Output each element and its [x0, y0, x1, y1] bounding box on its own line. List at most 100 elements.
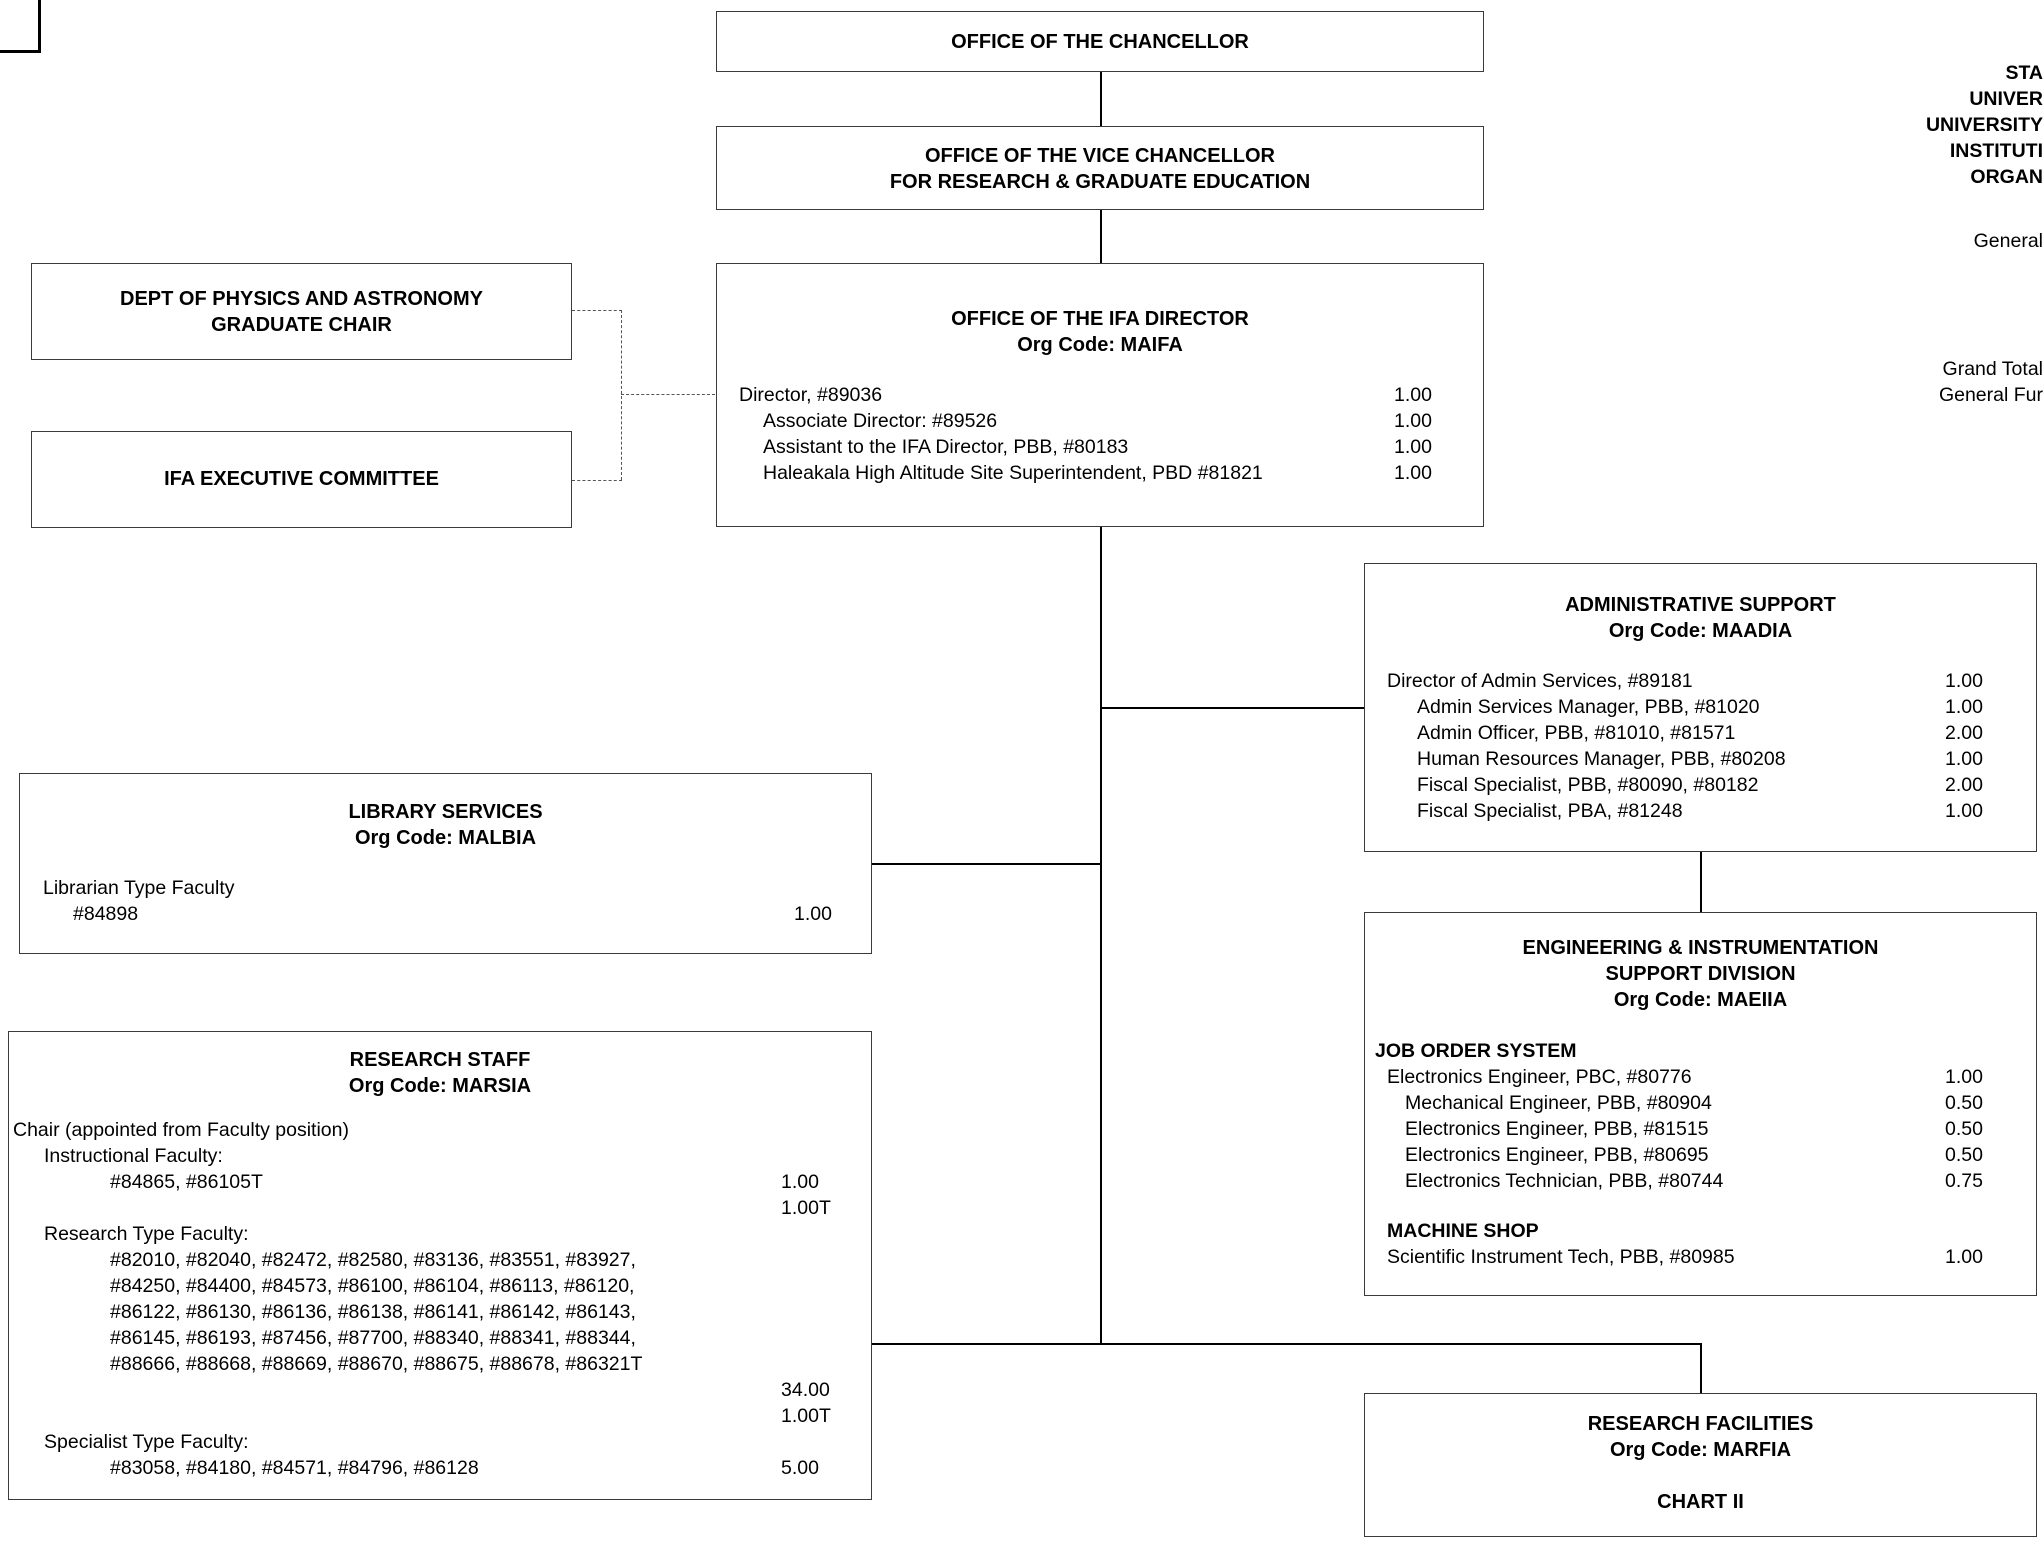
admin-support-box: ADMINISTRATIVE SUPPORT Org Code: MAADIA … [1364, 563, 2037, 852]
job-row-0-label: Electronics Engineer, PBC, #80776 [1387, 1066, 1692, 1088]
side-general-fund: General Fur [1938, 384, 2043, 406]
connector-facilities-h [1100, 1343, 1701, 1345]
engineering-box: ENGINEERING & INSTRUMENTATION SUPPORT DI… [1364, 912, 2037, 1296]
side-header-1: UNIVER [1969, 88, 2043, 110]
machine-row-0-label: Scientific Instrument Tech, PBB, #80985 [1387, 1246, 1735, 1268]
admin-row-4-value: 2.00 [1945, 774, 1983, 796]
research-positions-1: #84250, #84400, #84573, #86100, #86104, … [110, 1275, 635, 1297]
research-staff-title: RESEARCH STAFF [349, 1049, 531, 1071]
connector-vc-director [1100, 210, 1102, 264]
job-row-1-label: Mechanical Engineer, PBB, #80904 [1405, 1092, 1712, 1114]
job-row-2-label: Electronics Engineer, PBB, #81515 [1405, 1118, 1709, 1140]
connector-trunk [1100, 527, 1102, 1344]
job-order-heading: JOB ORDER SYSTEM [1375, 1040, 1577, 1062]
physics-title-1: DEPT OF PHYSICS AND ASTRONOMY [120, 288, 483, 310]
side-header-3: INSTITUTI [1949, 140, 2043, 162]
job-row-4-label: Electronics Technician, PBB, #80744 [1405, 1170, 1724, 1192]
associate-director-value: 1.00 [1394, 410, 1432, 432]
dashed-to-director [621, 394, 715, 395]
machine-shop-heading: MACHINE SHOP [1387, 1220, 1539, 1242]
physics-title-2: GRADUATE CHAIR [211, 314, 392, 336]
facilities-box: RESEARCH FACILITIES Org Code: MARFIA CHA… [1364, 1393, 2037, 1537]
admin-support-title: ADMINISTRATIVE SUPPORT [1565, 594, 1836, 616]
assistant-director-label: Assistant to the IFA Director, PBB, #801… [763, 436, 1129, 458]
executive-committee-title: IFA EXECUTIVE COMMITTEE [164, 468, 439, 490]
dashed-committee [572, 480, 622, 481]
research-positions-3: #86145, #86193, #87456, #87700, #88340, … [110, 1327, 636, 1349]
job-row-4-value: 0.75 [1945, 1170, 1983, 1192]
admin-row-0-label: Director of Admin Services, #89181 [1387, 670, 1693, 692]
side-header-2: UNIVERSITY [1925, 114, 2043, 136]
admin-row-3-label: Human Resources Manager, PBB, #80208 [1417, 748, 1786, 770]
vice-chancellor-title-2: FOR RESEARCH & GRADUATE EDUCATION [889, 171, 1311, 193]
facilities-chart: CHART II [1657, 1491, 1744, 1513]
library-org-code: Org Code: MALBIA [354, 827, 537, 849]
job-row-1-value: 0.50 [1945, 1092, 1983, 1114]
vice-chancellor-title-1: OFFICE OF THE VICE CHANCELLOR [925, 145, 1275, 167]
machine-row-0-value: 1.00 [1945, 1246, 1983, 1268]
physics-box: DEPT OF PHYSICS AND ASTRONOMY GRADUATE C… [31, 263, 572, 360]
specialist-value: 5.00 [781, 1457, 819, 1479]
connector-admin-engineering [1700, 852, 1702, 912]
director-row-value: 1.00 [1394, 384, 1432, 406]
connector-facilities-v [1700, 1343, 1702, 1393]
facilities-org-code: Org Code: MARFIA [1609, 1439, 1792, 1461]
research-positions-4: #88666, #88668, #88669, #88670, #88675, … [110, 1353, 643, 1375]
admin-row-5-label: Fiscal Specialist, PBA, #81248 [1417, 800, 1683, 822]
job-row-3-label: Electronics Engineer, PBB, #80695 [1405, 1144, 1709, 1166]
engineering-title-1: ENGINEERING & INSTRUMENTATION [1522, 937, 1879, 959]
instructional-label: Instructional Faculty: [44, 1145, 223, 1167]
admin-row-2-value: 2.00 [1945, 722, 1983, 744]
job-row-2-value: 0.50 [1945, 1118, 1983, 1140]
associate-director-label: Associate Director: #89526 [763, 410, 998, 432]
specialist-label: Specialist Type Faculty: [44, 1431, 249, 1453]
admin-row-0-value: 1.00 [1945, 670, 1983, 692]
research-chair: Chair (appointed from Faculty position) [13, 1119, 349, 1141]
connector-admin [1100, 707, 1364, 709]
facilities-title: RESEARCH FACILITIES [1587, 1413, 1814, 1435]
admin-row-3-value: 1.00 [1945, 748, 1983, 770]
connector-library [872, 863, 1101, 865]
admin-row-5-value: 1.00 [1945, 800, 1983, 822]
research-value-0: 34.00 [781, 1379, 830, 1401]
ifa-director-box: OFFICE OF THE IFA DIRECTOR Org Code: MAI… [716, 263, 1484, 527]
connector-research-staff [872, 1343, 1101, 1345]
library-row-1-label: #84898 [73, 903, 139, 925]
research-positions-2: #86122, #86130, #86136, #86138, #86141, … [110, 1301, 636, 1323]
library-box: LIBRARY SERVICES Org Code: MALBIA Librar… [19, 773, 872, 954]
admin-row-2-label: Admin Officer, PBB, #81010, #81571 [1417, 722, 1736, 744]
engineering-title-2: SUPPORT DIVISION [1605, 963, 1796, 985]
admin-support-org-code: Org Code: MAADIA [1608, 620, 1793, 642]
dashed-physics [572, 310, 622, 311]
research-positions-0: #82010, #82040, #82472, #82580, #83136, … [110, 1249, 636, 1271]
specialist-positions: #83058, #84180, #84571, #84796, #86128 [110, 1457, 479, 1479]
research-type-label: Research Type Faculty: [44, 1223, 249, 1245]
dashed-vertical [621, 310, 622, 480]
engineering-org-code: Org Code: MAEIIA [1613, 989, 1788, 1011]
instructional-positions: #84865, #86105T [110, 1171, 263, 1193]
side-header-0: STA [2005, 62, 2043, 84]
chancellor-title: OFFICE OF THE CHANCELLOR [951, 31, 1249, 53]
job-row-0-value: 1.00 [1945, 1066, 1983, 1088]
chancellor-box: OFFICE OF THE CHANCELLOR [716, 11, 1484, 72]
admin-row-1-label: Admin Services Manager, PBB, #81020 [1417, 696, 1760, 718]
side-general: General [1973, 230, 2043, 252]
haleakala-value: 1.00 [1394, 462, 1432, 484]
library-row-0-label: Librarian Type Faculty [43, 877, 235, 899]
library-title: LIBRARY SERVICES [348, 801, 543, 823]
research-staff-box: RESEARCH STAFF Org Code: MARSIA Chair (a… [8, 1031, 872, 1500]
library-row-1-value: 1.00 [794, 903, 832, 925]
instructional-value-1: 1.00T [781, 1197, 831, 1219]
side-grand-total: Grand Total [1942, 358, 2043, 380]
admin-row-4-label: Fiscal Specialist, PBB, #80090, #80182 [1417, 774, 1759, 796]
research-value-1: 1.00T [781, 1405, 831, 1427]
director-row-label: Director, #89036 [739, 384, 883, 406]
side-header-4: ORGAN [1970, 166, 2043, 188]
executive-committee-box: IFA EXECUTIVE COMMITTEE [31, 431, 572, 528]
connector-chancellor-vc [1100, 72, 1102, 126]
haleakala-label: Haleakala High Altitude Site Superintend… [763, 462, 1263, 484]
assistant-director-value: 1.00 [1394, 436, 1432, 458]
admin-row-1-value: 1.00 [1945, 696, 1983, 718]
instructional-value-0: 1.00 [781, 1171, 819, 1193]
ifa-director-org-code: Org Code: MAIFA [1017, 334, 1183, 356]
